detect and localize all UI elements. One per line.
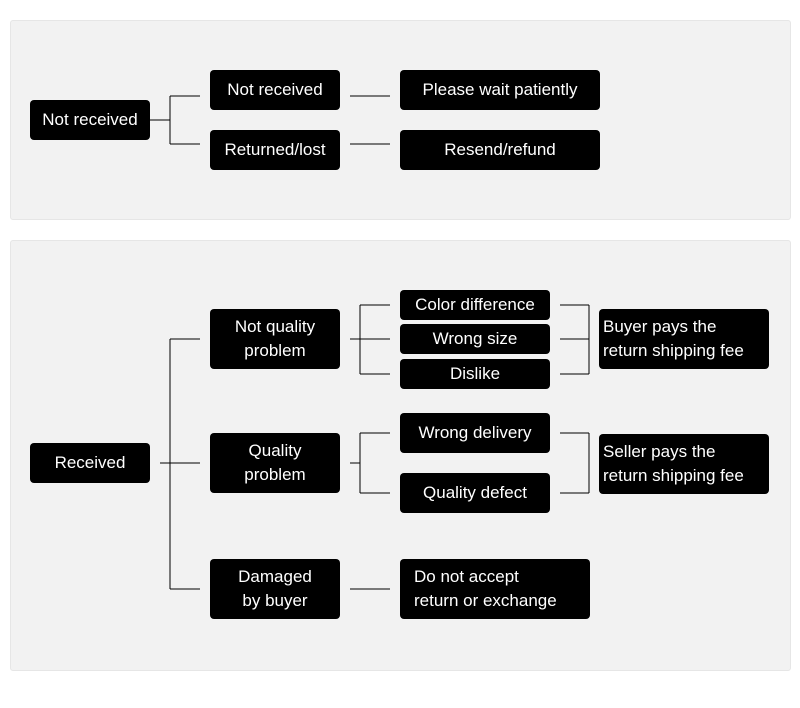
reason-wrong-size: Wrong size [400,324,550,354]
result-please-wait-label: Please wait patiently [422,80,578,99]
result-resend-refund: Resend/refund [400,130,600,170]
reason-color-difference-label: Color difference [415,295,535,314]
damaged-by-buyer-label: Damaged by buyer [238,567,312,610]
case-returned-lost-label: Returned/lost [224,140,326,159]
reason-wrong-delivery-label: Wrong delivery [418,423,532,442]
result-please-wait: Please wait patiently [400,70,600,110]
case-not-received-label: Not received [227,80,323,99]
reason-quality-defect: Quality defect [400,473,550,513]
case-returned-lost: Returned/lost [210,130,340,170]
outcome-seller-pays: Seller pays the return shipping fee [599,434,769,494]
reason-dislike-label: Dislike [449,364,501,383]
reason-dislike: Dislike [400,359,550,389]
damaged-by-buyer: Damaged by buyer [210,559,340,619]
quality-problem: Quality problem [210,433,340,493]
outcome-seller-pays-label: Seller pays the return shipping fee [603,442,744,485]
reason-wrong-delivery: Wrong delivery [400,413,550,453]
outcome-buyer-pays: Buyer pays the return shipping fee [599,309,769,369]
result-resend-refund-label: Resend/refund [444,140,556,159]
root-not-received-label: Not received [42,110,138,129]
outcome-no-return: Do not accept return or exchange [400,559,590,619]
outcome-buyer-pays-label: Buyer pays the return shipping fee [603,317,744,360]
not-quality-problem: Not quality problem [210,309,340,369]
reason-color-difference: Color difference [400,290,550,320]
not-quality-problem-label: Not quality problem [234,317,316,360]
reason-quality-defect-label: Quality defect [423,483,527,502]
outcome-no-return-label: Do not accept return or exchange [414,567,557,610]
reason-wrong-size-label: Wrong size [432,329,518,348]
root-received-label: Received [54,453,126,472]
root-received: Received [30,443,150,483]
quality-problem-label: Quality problem [244,441,306,484]
case-not-received: Not received [210,70,340,110]
root-not-received: Not received [30,100,150,140]
